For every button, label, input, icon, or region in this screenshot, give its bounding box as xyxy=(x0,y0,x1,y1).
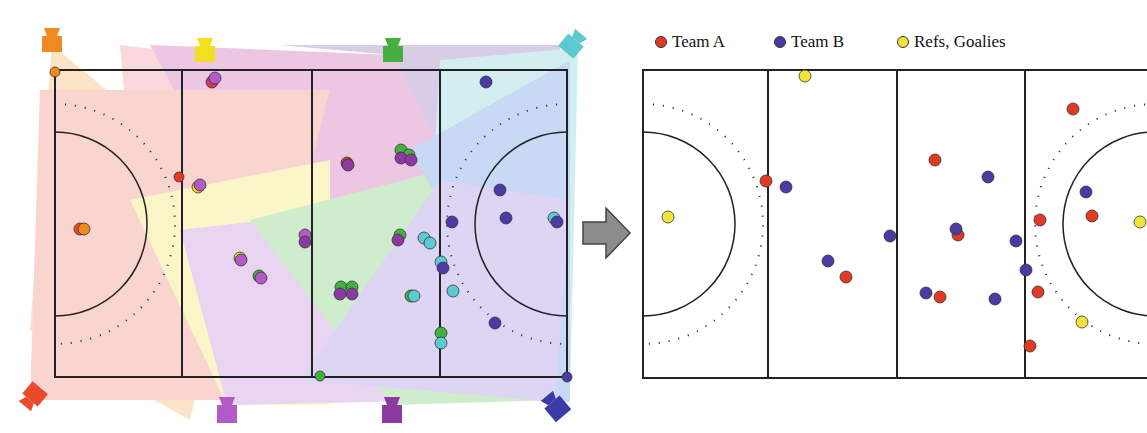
legend-item: Refs, Goalies xyxy=(897,32,1006,52)
legend-item: Team A xyxy=(655,32,725,52)
legend-swatch xyxy=(774,36,786,48)
player-positions xyxy=(662,70,1146,352)
legend-label: Refs, Goalies xyxy=(914,32,1006,52)
legend-item: Team B xyxy=(774,32,844,52)
detections xyxy=(50,67,572,382)
legend-label: Team A xyxy=(672,32,725,52)
right-field xyxy=(643,70,1147,378)
legend-swatch xyxy=(655,36,667,48)
camera-frustums xyxy=(30,45,578,420)
camera-icons xyxy=(17,27,589,423)
legend-swatch xyxy=(897,36,909,48)
transform-arrow xyxy=(583,208,630,258)
left-field xyxy=(55,70,567,377)
legend-label: Team B xyxy=(791,32,844,52)
